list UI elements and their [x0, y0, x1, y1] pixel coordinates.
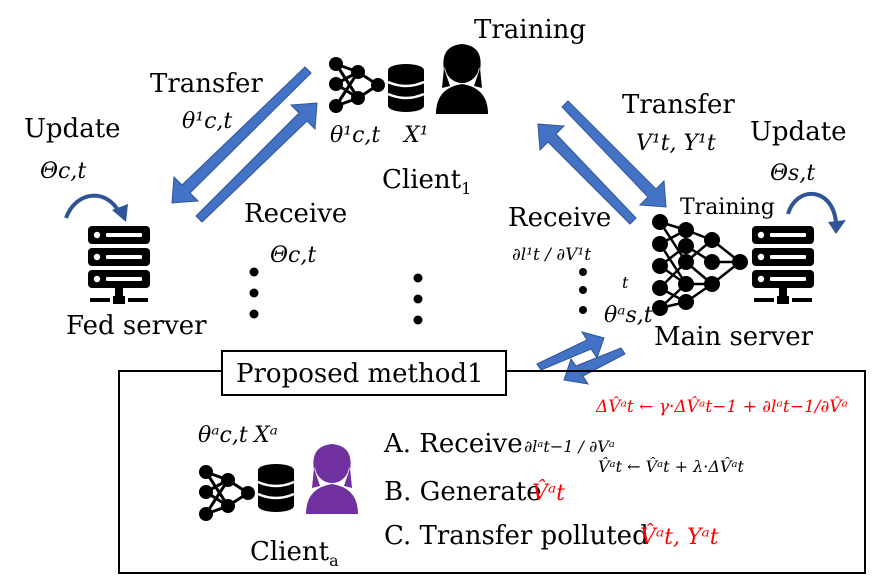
training-label-main: Training	[680, 195, 775, 220]
update-label-left: Update	[24, 114, 121, 144]
v1-y1-label: V¹t, Y¹t	[636, 131, 716, 156]
neural-network-icon	[652, 214, 748, 316]
theta-c-t-1-left: θ¹c,t	[182, 109, 232, 134]
clienta-label: Clienta	[250, 537, 339, 570]
x1-label: X¹	[402, 123, 428, 148]
step-a-label: A. Receive	[383, 429, 523, 459]
step-b-label: B. Generate	[384, 477, 542, 507]
neural-network-icon	[327, 55, 387, 115]
training-label-top: Training	[474, 15, 586, 45]
v-hat-y-transfer: V̂ᵃt, Yᵃt	[640, 524, 719, 550]
vertical-ellipsis-icon	[413, 273, 423, 325]
curved-arrow-head-left	[112, 204, 128, 222]
arrow-main-to-client1	[537, 123, 637, 225]
arrow-client1-to-main	[561, 100, 667, 208]
neural-network-icon	[197, 463, 257, 523]
vertical-ellipsis-icon	[579, 268, 587, 314]
theta-s-t-a: θᵃs,t	[604, 303, 653, 328]
receive-label-right: Receive	[508, 203, 611, 233]
person-icon	[436, 44, 488, 114]
theta-c-t-1-client1: θ¹c,t	[330, 123, 380, 148]
curved-arrow-icon	[64, 193, 122, 219]
receive-label-left: Receive	[244, 199, 347, 229]
grad-l1-v1: ∂l¹t / ∂V¹t	[512, 245, 591, 265]
capital-theta-c-t-left: Θc,t	[40, 159, 86, 184]
update-delta-equation: ΔV̂ᵃt ← γ·ΔV̂ᵃt−1 + ∂lᵃt−1/∂V̂ᵃ	[595, 397, 848, 417]
client1-label: Client1	[382, 165, 471, 198]
main-server-label: Main server	[654, 322, 814, 352]
grad-la-va: ∂lᵃt−1 / ∂Vᵃ	[524, 437, 615, 456]
update-v-equation: V̂ᵃt ← V̂ᵃt + λ·ΔV̂ᵃt	[598, 457, 744, 476]
xa-label: Xᵃ	[252, 423, 278, 448]
proposed-method-label: Proposed method1	[236, 359, 484, 389]
arrow-main-to-clienta	[563, 347, 626, 385]
t-subscript-label: t	[622, 273, 629, 292]
capital-theta-s-t: Θs,t	[770, 161, 815, 186]
curved-arrow-head-right	[828, 220, 846, 234]
capital-theta-c-t-receive: Θc,t	[270, 243, 316, 268]
fed-server-label: Fed server	[66, 311, 207, 341]
database-icon	[256, 462, 296, 514]
arrow-client1-to-fed	[171, 66, 312, 204]
database-icon	[386, 62, 426, 114]
transfer-label-right: Transfer	[622, 90, 735, 120]
arrow-fed-to-client1	[195, 102, 318, 223]
update-label-right: Update	[750, 117, 847, 147]
theta-c-t-a: θᵃc,t	[198, 423, 248, 448]
vertical-ellipsis-icon	[249, 267, 259, 319]
proposed-method-label-box	[221, 350, 507, 396]
arrow-clienta-to-main	[536, 331, 605, 371]
server-icon	[88, 226, 150, 304]
v-hat-generate: V̂ᵃt	[532, 480, 565, 506]
transfer-label-left: Transfer	[150, 69, 263, 99]
curved-arrow-icon	[786, 191, 838, 223]
step-c-label: C. Transfer polluted	[384, 521, 649, 551]
person-icon-purple	[306, 444, 358, 514]
server-icon	[752, 226, 814, 304]
